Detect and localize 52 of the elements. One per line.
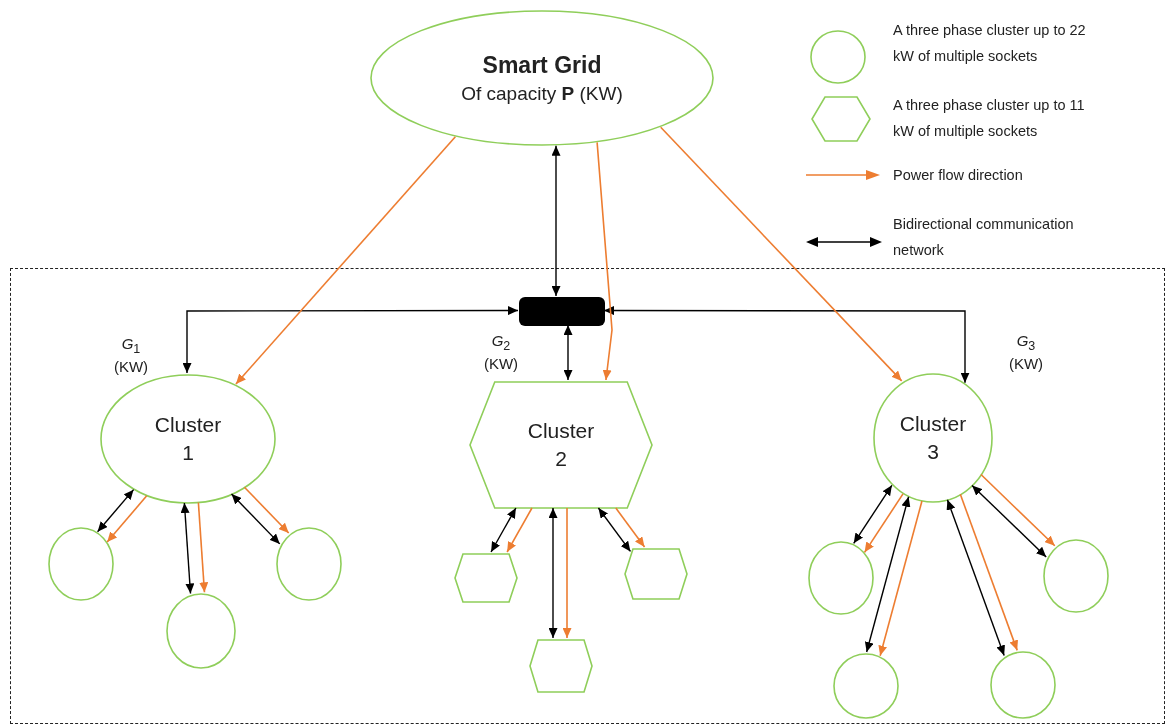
cluster-hexagon [454,553,518,603]
communication-arrow [853,484,893,545]
node-subtitle: Of capacity P (KW) [461,81,623,106]
power-flow-arrow [615,507,646,548]
power-flow-arrow [106,495,148,543]
cluster-label: Cluster 3 [898,410,968,465]
cluster-label: Cluster 1 [153,411,223,466]
legend-text: Bidirectional communication network [893,215,1075,260]
cluster-circle [808,541,874,615]
power-label: G$_{2}$ (KW) [482,331,520,374]
communication-arrow [182,306,519,374]
power-flow-arrow [596,141,613,381]
power-flow-arrow [197,501,209,594]
cluster-circle [833,653,899,719]
power-flow-arrow [562,507,572,639]
communication-arrow [96,488,135,533]
node-title: Smart Grid [482,50,602,80]
legend-text: A three phase cluster up to 22 kW of multiple sockets [893,21,1087,66]
cluster-circle [1043,539,1109,613]
cluster-circle [276,527,342,601]
communication-arrow [971,484,1047,558]
communication-arrow [180,502,195,595]
cluster-circle [990,651,1056,719]
communication-arrow [864,496,911,653]
cluster-circle [166,593,236,669]
legend-text: A three phase cluster up to 11 kW of multiple sockets [893,96,1086,141]
dashed-boundary [10,268,1165,724]
power-flow-arrow [878,500,923,657]
power-flow-arrow [659,126,903,382]
power-label: G$_{3}$ (KW) [1007,331,1045,374]
legend-text: Power flow direction [893,166,1024,185]
communication-arrow [548,507,558,639]
power-flow-arrow [863,493,904,554]
communication-arrow [551,145,561,297]
communication-arrow [946,499,1005,657]
cluster-hexagon [529,639,593,693]
communication-arrow [563,324,573,381]
power-flow-arrow [959,493,1018,652]
power-flow-arrow [243,486,290,534]
power-flow-arrow [235,135,457,385]
communication-arrow [230,493,281,545]
cluster-hexagon [624,548,688,600]
power-label: G$_{1}$ (KW) [112,334,150,377]
cluster-label: Cluster 2 [526,417,596,472]
power-flow-arrow [506,507,533,553]
communication-arrow [597,507,632,553]
communication-hub [519,297,605,326]
ellipse-node [370,10,714,146]
power-flow-arrow [980,473,1056,547]
cluster-circle [48,527,114,601]
communication-arrow [490,507,517,553]
communication-arrow [603,306,970,384]
